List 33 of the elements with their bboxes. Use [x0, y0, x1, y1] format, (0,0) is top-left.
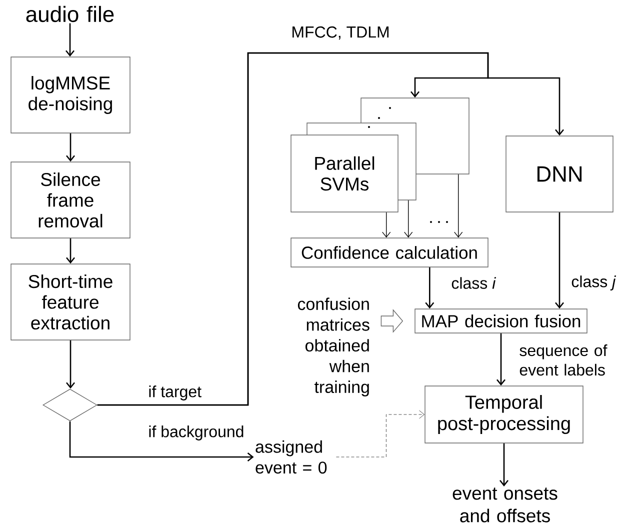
flow-text: audio file: [26, 6, 114, 22]
process-box: DNN: [506, 136, 614, 212]
arrow: [500, 443, 508, 486]
process-box: MAP decision fusion: [414, 308, 588, 334]
edge-label: MFCC, TDLM: [292, 26, 389, 40]
hollow-arrow: [380, 309, 404, 333]
arrow: [404, 200, 413, 238]
arrow: [69, 421, 254, 462]
process-box: Silence frame removal: [10, 162, 130, 238]
process-box: Short-time feature extraction: [10, 264, 130, 340]
arrow: [66, 133, 76, 162]
arrow: [382, 212, 391, 238]
edge-label: if target: [149, 386, 202, 400]
process-box: Parallel SVMs: [290, 134, 398, 212]
edge-label: sequence of event labels: [520, 344, 608, 376]
arrow: [97, 52, 564, 406]
edge-label: class j: [572, 276, 616, 290]
edge-label: class i: [452, 277, 496, 289]
flow-text: assigned event = 0: [256, 440, 327, 474]
arrow: [66, 238, 76, 264]
arrow: [496, 333, 506, 386]
process-box: Temporal post-processing: [424, 386, 584, 444]
arrow: [336, 410, 424, 458]
flow-text: confusion matrices obtained when training: [298, 298, 370, 396]
arrow: [66, 23, 75, 57]
process-box: logMMSE de-noising: [10, 56, 130, 134]
arrow: [555, 212, 564, 309]
arrow: [425, 267, 434, 309]
edge-label: if background: [149, 426, 244, 440]
process-box: Confidence calculation: [290, 238, 488, 268]
arrow: [454, 174, 463, 238]
flow-text: event onsets and offsets: [452, 488, 558, 522]
arrow: [66, 340, 76, 389]
